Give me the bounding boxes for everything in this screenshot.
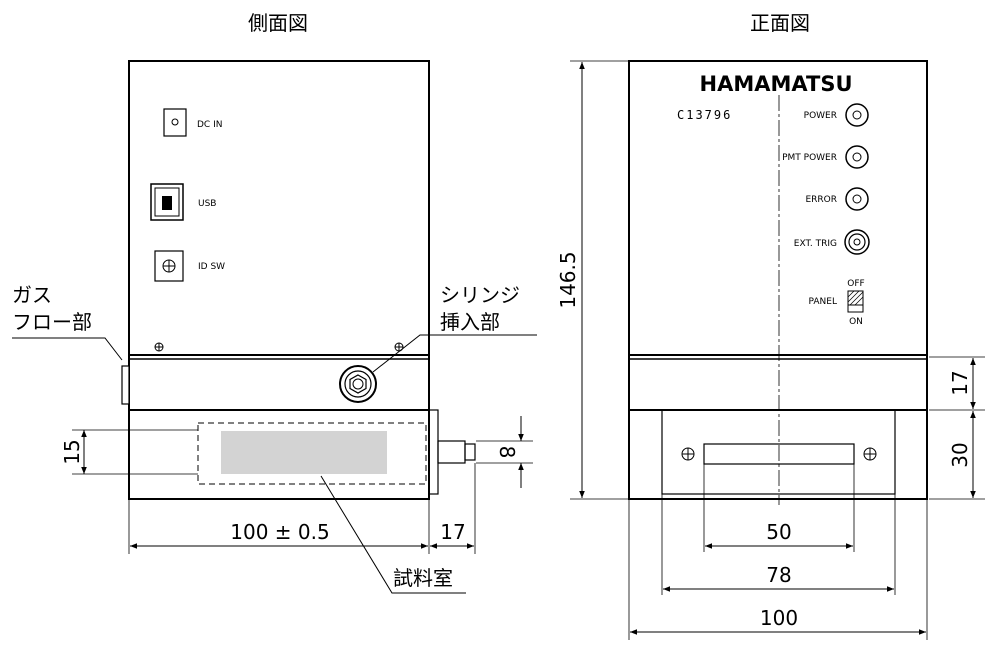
callout-sample-chamber-leader (320, 475, 466, 594)
callout-gas-flow-1: ガス (12, 283, 52, 307)
syringe-port (339, 365, 377, 403)
front-view-title: 正面図 (750, 11, 810, 35)
dim-port-height: 8 (495, 446, 519, 459)
dim-plate-width: 78 (766, 563, 791, 587)
indicator-error-label: ERROR (805, 195, 837, 205)
panel-off-label: OFF (847, 279, 864, 289)
power-led-icon (845, 103, 869, 127)
dim-total-width: 100 (760, 606, 798, 630)
front-bottom-plate (661, 409, 896, 495)
dim-bottom-band: 30 (948, 442, 972, 467)
ext-trig-connector-icon (844, 229, 870, 255)
dim-protrusion: 17 (440, 520, 465, 544)
panel-label: PANEL (809, 297, 837, 307)
sample-chamber (221, 431, 387, 474)
usb-label: USB (198, 199, 216, 209)
port-nozzle (464, 443, 476, 461)
callout-syringe-2: 挿入部 (440, 310, 500, 334)
indicator-pmt-power-label: PMT POWER (782, 153, 837, 163)
gas-flow-stub (121, 365, 130, 405)
callout-gas-flow-2: フロー部 (12, 310, 92, 334)
front-body (628, 60, 928, 500)
side-body (128, 60, 430, 500)
dc-in-pin-icon (171, 118, 179, 126)
brand-logo: HAMAMATSU (700, 72, 853, 96)
screw-icon (681, 447, 695, 461)
front-view: 正面図 HAMAMATSU C13796 POWER PMT POWER ERR… (556, 11, 985, 640)
side-view-title: 側面図 (248, 11, 308, 35)
pmt-power-led-icon (845, 145, 869, 169)
indicator-power-label: POWER (804, 111, 837, 121)
usb-port-inner (154, 187, 180, 217)
callout-gas-flow-leader (12, 337, 123, 361)
model-number: C13796 (677, 108, 732, 122)
screw-icon (863, 447, 877, 461)
dim-chamber-height: 15 (60, 439, 84, 464)
screw-icon (154, 342, 164, 352)
callout-syringe-1: シリンジ (440, 283, 520, 307)
dim-length: 100 ± 0.5 (230, 520, 329, 544)
dim-total-height: 146.5 (556, 251, 580, 308)
callout-syringe-leader (372, 334, 537, 373)
panel-on-label: ON (849, 317, 863, 327)
callout-sample-chamber: 試料室 (393, 566, 453, 590)
dc-in-label: DC IN (197, 120, 222, 130)
usb-port (150, 183, 184, 221)
side-protrusion (428, 409, 439, 495)
dim-slot-width: 50 (766, 520, 791, 544)
id-switch (154, 250, 184, 282)
side-view: 側面図 DC IN USB ID SW (12, 11, 537, 594)
dim-middle-band: 17 (948, 370, 972, 395)
front-slot (703, 443, 855, 465)
indicator-ext-trig-label: EXT. TRIG (794, 239, 837, 249)
dc-in-jack (163, 108, 187, 137)
panel-switch-icon (847, 290, 864, 313)
port-tube (437, 440, 466, 464)
error-led-icon (845, 187, 869, 211)
usb-port-tongue (162, 196, 172, 210)
id-sw-label: ID SW (198, 262, 225, 272)
sample-chamber-outline (197, 422, 427, 485)
